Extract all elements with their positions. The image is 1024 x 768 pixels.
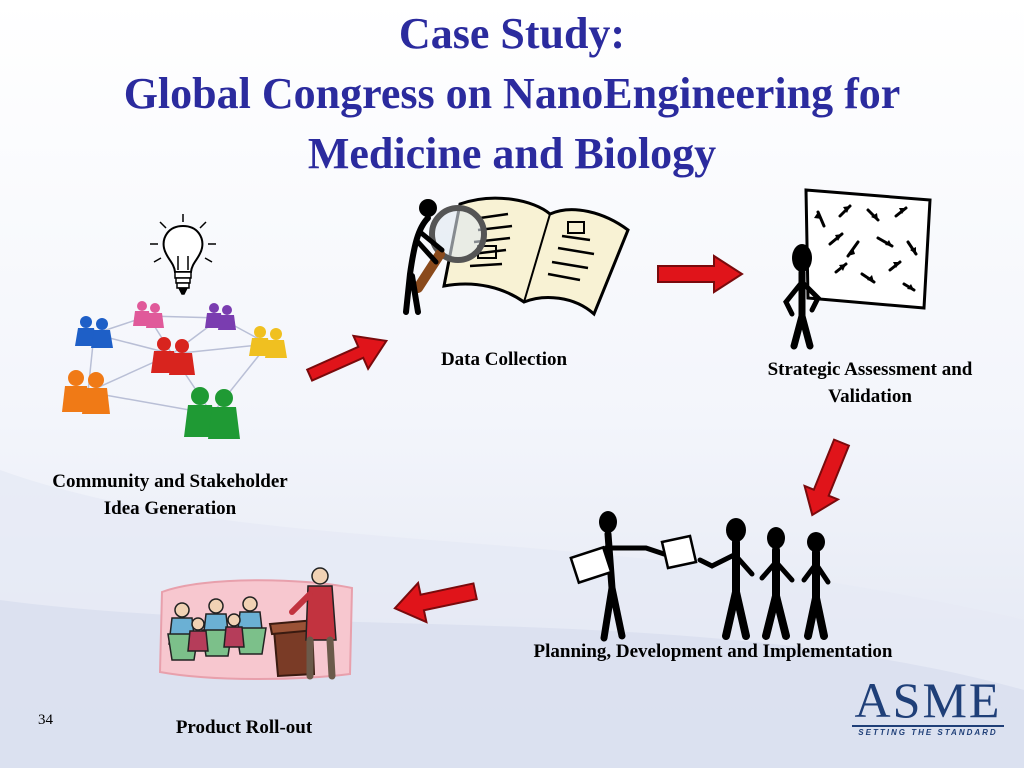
community-line-1: Community and Stakeholder — [52, 471, 288, 492]
red-arrow-icon — [305, 334, 389, 382]
step-community-label: Community and Stakeholder Idea Generatio… — [20, 468, 320, 522]
people-network-icon — [62, 301, 287, 439]
team-planning-icon — [569, 511, 831, 642]
logo-tagline: SETTING THE STANDARD — [858, 728, 998, 737]
red-arrow-icon — [657, 254, 744, 294]
slide-title: Case Study: Global Congress on NanoEngin… — [0, 4, 1024, 184]
community-line-2: Idea Generation — [103, 498, 237, 519]
logo-name: ASME — [854, 672, 1002, 728]
arrows-board-icon — [783, 188, 932, 350]
title-line-3: Medicine and Biology — [307, 129, 717, 178]
step-planning-label: Planning, Development and Implementation — [533, 641, 893, 662]
logo-rule — [852, 725, 1004, 727]
lightbulb-icon — [150, 214, 216, 295]
step-assessment-label: Strategic Assessment and Validation — [740, 356, 1000, 410]
red-arrow-icon — [803, 438, 851, 517]
red-arrow-icon — [393, 580, 478, 624]
title-line-1: Case Study: — [398, 9, 626, 58]
asme-logo: ASME SETTING THE STANDARD — [846, 672, 1010, 752]
figures — [62, 301, 287, 439]
step-rollout-label: Product Roll-out — [175, 717, 313, 738]
title-line-2: Global Congress on NanoEngineering for — [123, 69, 901, 118]
presentation-audience-icon — [158, 567, 354, 680]
step-data-collection-label: Data Collection — [440, 349, 568, 370]
assessment-line-1: Strategic Assessment and — [767, 359, 973, 380]
magnifier-book-icon — [403, 196, 630, 317]
assessment-line-2: Validation — [828, 386, 912, 407]
slide-number: 34 — [38, 712, 53, 728]
